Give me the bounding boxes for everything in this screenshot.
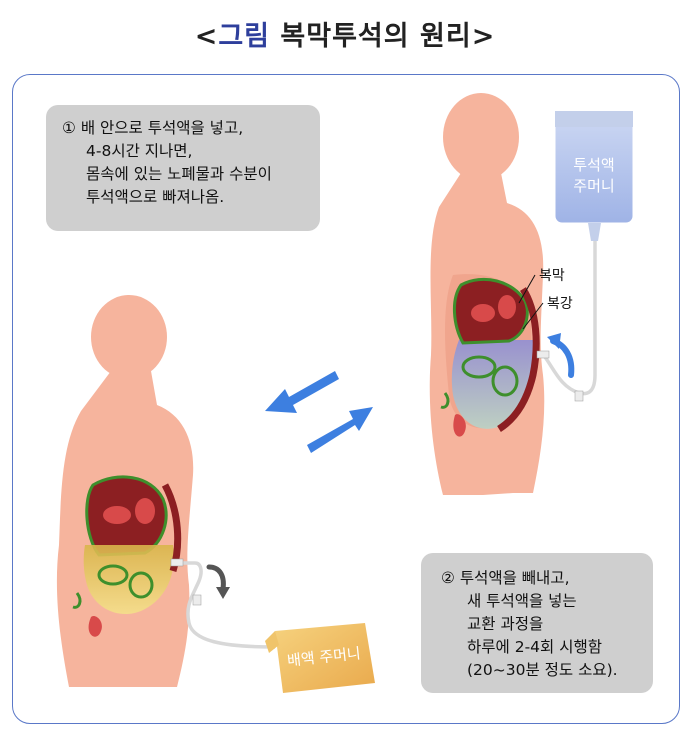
dialysate-bag-label-line1: 투석액 [573, 156, 615, 174]
left-body-silhouette [56, 295, 194, 687]
dialysate-bag-label-line2: 주머니 [573, 177, 615, 195]
step1-line: ① 배 안으로 투석액을 넣고, [62, 119, 244, 137]
title-bracket-close: > [471, 21, 496, 52]
dialysate-bag-label: 투석액 주머니 [561, 155, 627, 197]
peritoneal-cavity-label: 복강 [547, 296, 573, 312]
right-body-silhouette [429, 93, 545, 495]
step2-line: ② 투석액을 빼내고, [441, 569, 570, 587]
peritoneum-label: 복막 [539, 268, 565, 284]
diagram-frame: ① 배 안으로 투석액을 넣고, 4-8시간 지나면, 몸속에 있는 노폐물과 … [12, 74, 680, 724]
dialysate-bag [554, 110, 634, 241]
title-bracket-open: < [194, 21, 219, 52]
drain-bag [265, 623, 375, 693]
step1-line: 4-8시간 지나면, [86, 142, 193, 160]
diagram-illustration [56, 93, 634, 693]
title-accent: 그림 [218, 21, 270, 52]
step1-line: 몸속에 있는 노폐물과 수분이 [86, 165, 272, 183]
inflow-arrow [550, 338, 575, 378]
outflow-tube [179, 561, 276, 649]
step2-line: 하루에 2-4회 시행함 [467, 638, 602, 656]
step2-line: (20~30분 정도 소요). [467, 661, 618, 679]
step2-line: 새 투석액을 넣는 [467, 592, 577, 610]
exchange-arrows [265, 371, 373, 453]
step2-note: ② 투석액을 빼내고, 새 투석액을 넣는 교환 과정을 하루에 2-4회 시행… [421, 553, 653, 693]
title-text: 복막투석의 원리 [270, 21, 472, 52]
figure-title: <그림 복막투석의 원리> [0, 14, 690, 53]
step1-note: ① 배 안으로 투석액을 넣고, 4-8시간 지나면, 몸속에 있는 노폐물과 … [46, 105, 320, 231]
outflow-arrow [206, 564, 226, 592]
step1-line: 투석액으로 빠져나옴. [86, 188, 225, 206]
step2-line: 교환 과정을 [467, 615, 544, 633]
